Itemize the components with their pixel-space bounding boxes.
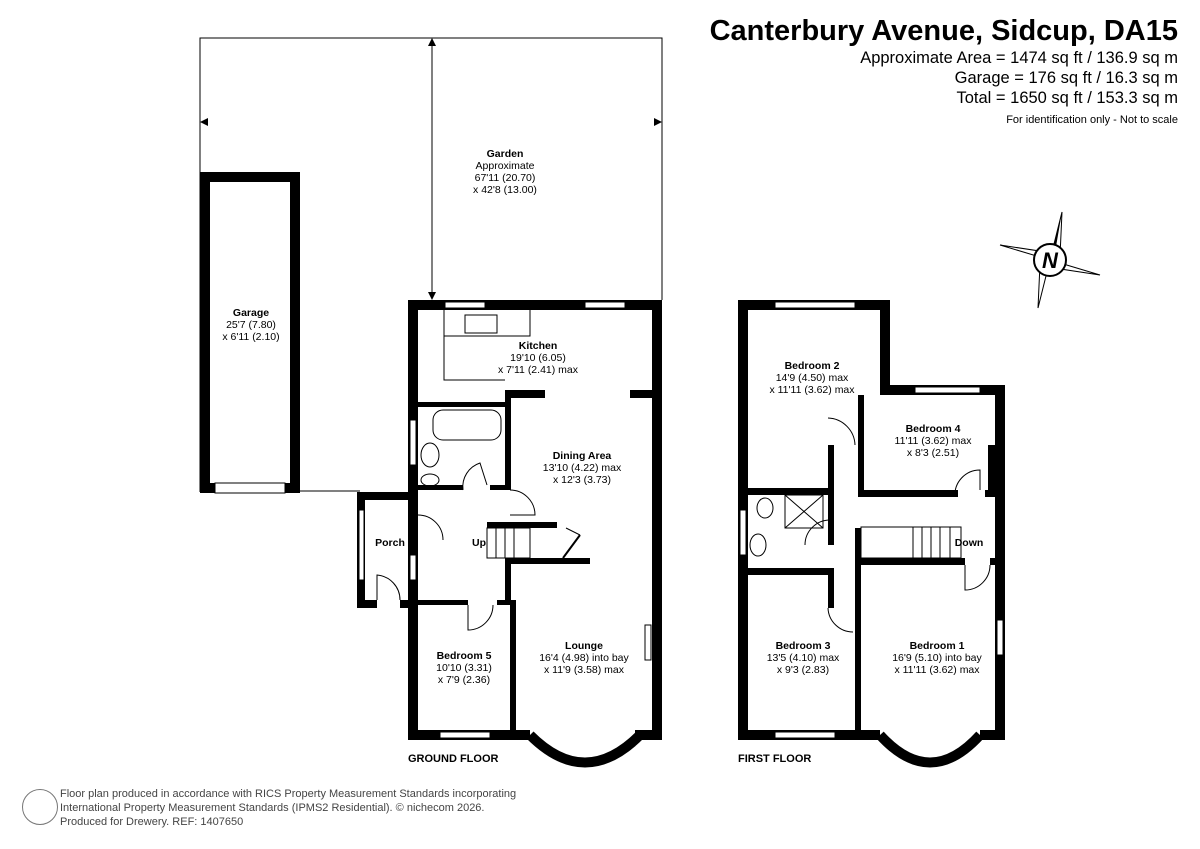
first-stairs: [860, 526, 962, 559]
stairs-up-label: Up: [472, 537, 486, 549]
garage-dim-2: x 6'11 (2.10): [222, 331, 279, 343]
header: Canterbury Avenue, Sidcup, DA15 Approxim…: [710, 14, 1178, 126]
person-info-icon: [22, 789, 58, 825]
bedroom-1-dim-1: 16'9 (5.10) into bay: [892, 652, 982, 664]
kitchen-dim-1: 19'10 (6.05): [510, 352, 566, 364]
north-compass-icon: N: [999, 211, 1101, 309]
bedroom-4-dim-2: x 8'3 (2.51): [907, 447, 959, 459]
kitchen-label: Kitchen: [519, 340, 558, 352]
footer-line-2: International Property Measurement Stand…: [60, 802, 485, 814]
scale-note: For identification only - Not to scale: [1006, 114, 1178, 126]
dining-area-label: Dining Area: [553, 450, 612, 462]
bedroom-4-label: Bedroom 4: [906, 423, 961, 435]
bedroom-5-label: Bedroom 5: [437, 650, 492, 662]
compass-label: N: [1042, 248, 1059, 273]
bedroom-4-dim-1: 11'11 (3.62) max: [895, 435, 973, 447]
footer-line-1: Floor plan produced in accordance with R…: [60, 788, 517, 800]
room-labels: Garden Approximate 67'11 (20.70) x 42'8 …: [222, 148, 983, 765]
lounge-label: Lounge: [565, 640, 603, 652]
bedroom-2-label: Bedroom 2: [785, 360, 840, 372]
garden-note: Approximate: [476, 160, 535, 172]
ground-floor-walls: [357, 300, 662, 768]
garage-dim-1: 25'7 (7.80): [226, 319, 276, 331]
bedroom-5-dim-1: 10'10 (3.31): [436, 662, 492, 674]
total-area: Total = 1650 sq ft / 153.3 sq m: [956, 89, 1178, 107]
ground-floor-label: GROUND FLOOR: [408, 753, 498, 765]
bedroom-5-dim-2: x 7'9 (2.36): [438, 674, 490, 686]
dining-dim-2: x 12'3 (3.73): [553, 474, 611, 486]
ground-stairs: [486, 527, 581, 559]
bedroom-3-label: Bedroom 3: [776, 640, 831, 652]
garden-label: Garden: [487, 148, 524, 160]
garden-dim-1: 67'11 (20.70): [475, 172, 536, 184]
bedroom-3-dim-2: x 9'3 (2.83): [777, 664, 829, 676]
bedroom-2-dim-1: 14'9 (4.50) max: [776, 372, 849, 384]
first-floor-walls: [738, 300, 1005, 768]
footer-line-3: Produced for Drewery. REF: 1407650: [60, 816, 244, 828]
stairs-down-label: Down: [955, 537, 984, 549]
garden-dim-2: x 42'8 (13.00): [473, 184, 537, 196]
bedroom-1-dim-2: x 11'11 (3.62) max: [894, 664, 980, 676]
garden-outline: [199, 37, 663, 492]
first-floor-label: FIRST FLOOR: [738, 753, 811, 765]
kitchen-dim-2: x 7'11 (2.41) max: [498, 364, 579, 376]
dining-dim-1: 13'10 (4.22) max: [543, 462, 622, 474]
approximate-area: Approximate Area = 1474 sq ft / 136.9 sq…: [860, 49, 1178, 67]
garage-walls: [200, 172, 300, 494]
bedroom-1-label: Bedroom 1: [910, 640, 965, 652]
footer: Floor plan produced in accordance with R…: [60, 787, 516, 829]
garage-label: Garage: [233, 307, 269, 319]
bedroom-2-dim-2: x 11'11 (3.62) max: [769, 384, 855, 396]
lounge-dim-1: 16'4 (4.98) into bay: [539, 652, 629, 664]
lounge-dim-2: x 11'9 (3.58) max: [544, 664, 625, 676]
garage-area: Garage = 176 sq ft / 16.3 sq m: [954, 69, 1178, 87]
property-title: Canterbury Avenue, Sidcup, DA15: [709, 15, 1178, 47]
porch-label: Porch: [375, 537, 405, 549]
bedroom-3-dim-1: 13'5 (4.10) max: [767, 652, 840, 664]
